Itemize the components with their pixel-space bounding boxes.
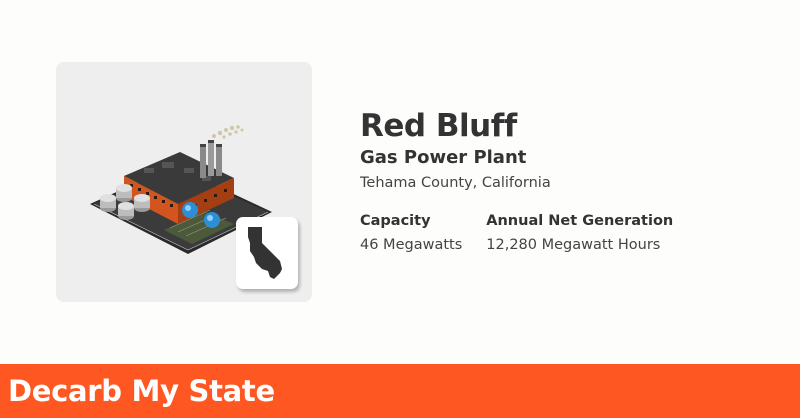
brand-title: Decarb My State [8, 374, 275, 408]
stat-generation-value: 12,280 Megawatt Hours [486, 237, 661, 253]
plant-image-card [56, 62, 312, 302]
stat-generation-label: Annual Net Generation [486, 213, 674, 229]
stat-capacity-label: Capacity [360, 213, 431, 229]
plant-stats: Capacity 46 Megawatts Annual Net Generat… [360, 210, 697, 258]
plant-type: Gas Power Plant [360, 147, 527, 168]
state-badge [236, 217, 298, 289]
plant-location: Tehama County, California [360, 175, 551, 191]
california-state-icon [248, 227, 282, 279]
plant-name: Red Bluff [360, 108, 517, 144]
gas-power-plant-icon [90, 125, 272, 254]
footer-bar: Decarb My State [0, 364, 800, 418]
stat-capacity-value: 46 Megawatts [360, 237, 463, 253]
stat-generation: Annual Net Generation 12,280 Megawatt Ho… [486, 210, 673, 258]
plant-info: Red Bluff Gas Power Plant Tehama County,… [360, 106, 697, 258]
stat-capacity: Capacity 46 Megawatts [360, 210, 462, 258]
